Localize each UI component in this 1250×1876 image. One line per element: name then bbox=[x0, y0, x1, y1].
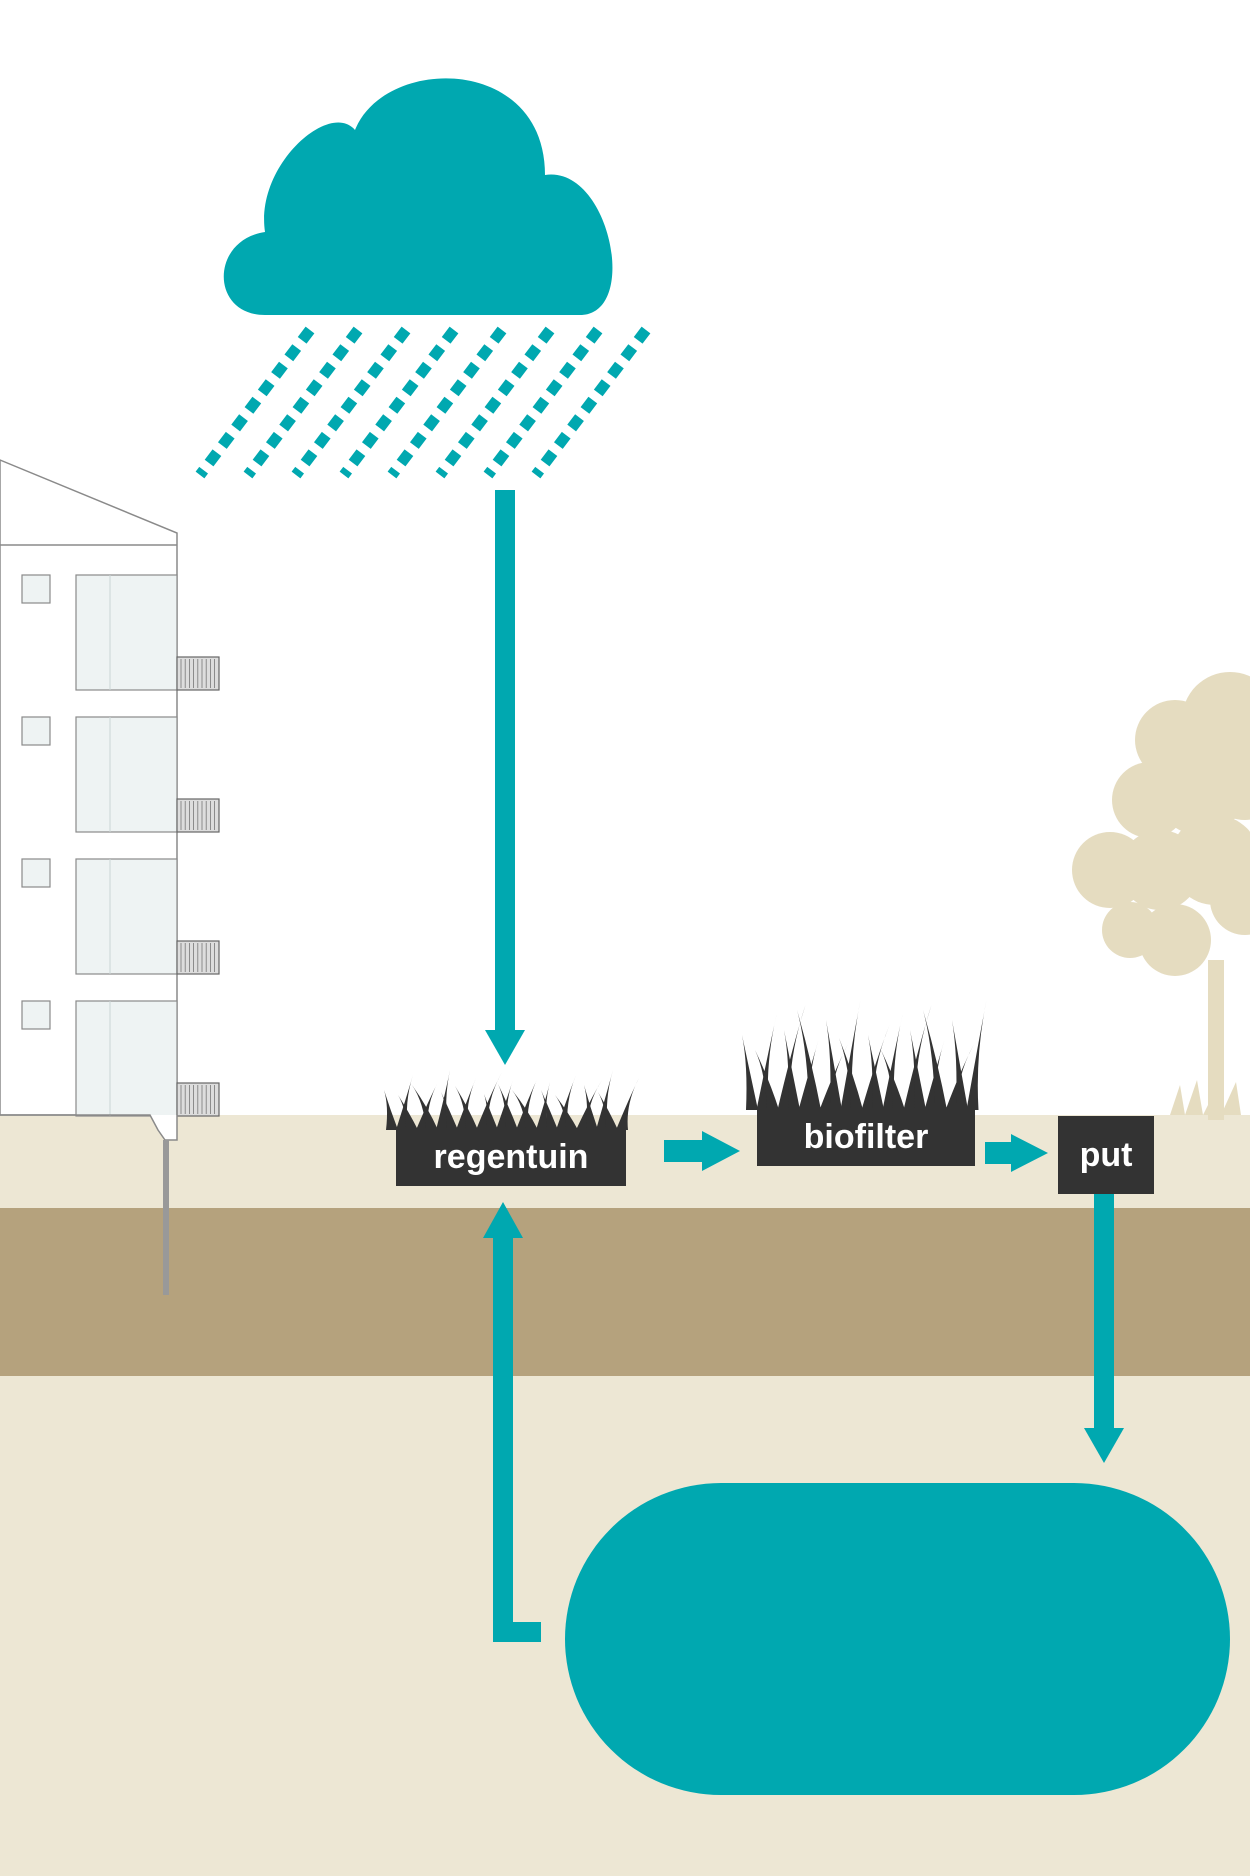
arrow-tank-to-regentuin bbox=[483, 1202, 541, 1642]
arrow-biofilter-to-put bbox=[985, 1134, 1048, 1172]
grass-icon bbox=[742, 1000, 987, 1110]
tree-icon bbox=[1072, 672, 1250, 1120]
rain-cloud-icon bbox=[195, 78, 651, 479]
biofilter-label: biofilter bbox=[757, 1108, 975, 1166]
grass-icon bbox=[384, 1070, 639, 1130]
clay-layer bbox=[0, 1208, 1250, 1376]
arrow-regentuin-to-biofilter bbox=[664, 1131, 740, 1171]
water-storage-tank bbox=[565, 1483, 1230, 1795]
arrow-put-to-tank bbox=[1084, 1188, 1124, 1463]
put-label: put bbox=[1058, 1116, 1154, 1194]
regentuin-label: regentuin bbox=[396, 1128, 626, 1186]
building-icon bbox=[0, 459, 220, 1295]
arrow-rain-to-regentuin bbox=[485, 490, 525, 1065]
